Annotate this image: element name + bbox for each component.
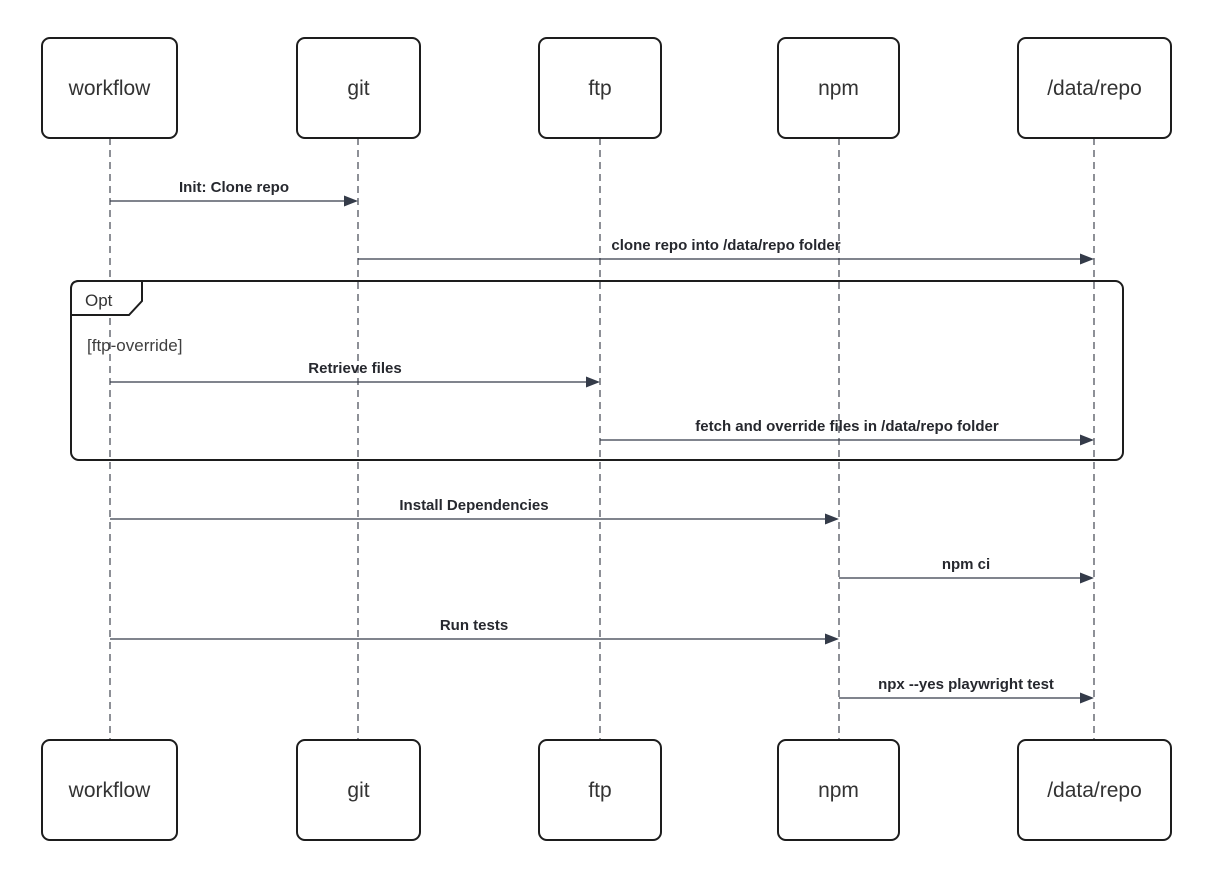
participant-git-bottom: git [296,739,421,841]
message-clone-repo-into-folder: clone repo into /data/repo folder [358,237,1094,265]
participant-data-repo-top: /data/repo [1017,37,1172,139]
participant-label: /data/repo [1047,779,1142,802]
opt-label-tab [70,280,143,316]
participant-box [296,739,421,841]
participant-box [777,37,900,139]
participant-label: ftp [588,779,611,802]
message-run-tests: Run tests [110,617,839,645]
arrowhead-icon [1080,572,1094,584]
message-npm-ci: npm ci [839,556,1094,584]
message-npx-playwright-test: npx --yes playwright test [839,676,1094,704]
participant-label: git [347,779,369,802]
participant-label: ftp [588,77,611,100]
arrowhead-icon [1080,692,1094,704]
arrowhead-icon [825,633,839,645]
participant-box [41,739,178,841]
message-label: clone repo into /data/repo folder [611,237,840,254]
message-label: Init: Clone repo [179,179,289,196]
message-retrieve-files: Retrieve files [110,360,600,388]
participant-npm-bottom: npm [777,739,900,841]
message-label: Retrieve files [308,360,401,377]
participant-workflow-top: workflow [41,37,178,139]
message-label: npm ci [942,556,990,573]
participant-npm-top: npm [777,37,900,139]
participant-box [1017,739,1172,841]
participant-box [777,739,900,841]
message-init-clone-repo: Init: Clone repo [110,179,358,207]
participant-label: npm [818,77,859,100]
arrowhead-icon [344,195,358,207]
participant-label: git [347,77,369,100]
message-label: Run tests [440,617,508,634]
participant-box [41,37,178,139]
opt-label: Opt [85,291,113,310]
participant-box [538,739,662,841]
message-label: Install Dependencies [399,497,548,514]
arrowhead-icon [1080,434,1094,446]
message-label: npx --yes playwright test [878,676,1054,693]
message-fetch-and-override: fetch and override files in /data/repo f… [600,418,1094,446]
arrowhead-icon [825,513,839,525]
message-install-dependencies: Install Dependencies [110,497,839,525]
arrowhead-icon [1080,253,1094,265]
participant-box [1017,37,1172,139]
participant-label: workflow [68,77,152,100]
guard-label: [ftp-override] [87,336,182,355]
participant-box [538,37,662,139]
participant-data-repo-bottom: /data/repo [1017,739,1172,841]
participant-label: /data/repo [1047,77,1142,100]
participant-workflow-bottom: workflow [41,739,178,841]
opt-fragment: Opt [ftp-override] [70,280,1124,461]
participant-ftp-top: ftp [538,37,662,139]
message-label: fetch and override files in /data/repo f… [695,418,999,435]
opt-fragment-frame [70,280,1124,461]
participant-label: workflow [68,779,152,802]
arrowhead-icon [586,376,600,388]
participant-ftp-bottom: ftp [538,739,662,841]
participant-box [296,37,421,139]
participant-label: npm [818,779,859,802]
participant-git-top: git [296,37,421,139]
